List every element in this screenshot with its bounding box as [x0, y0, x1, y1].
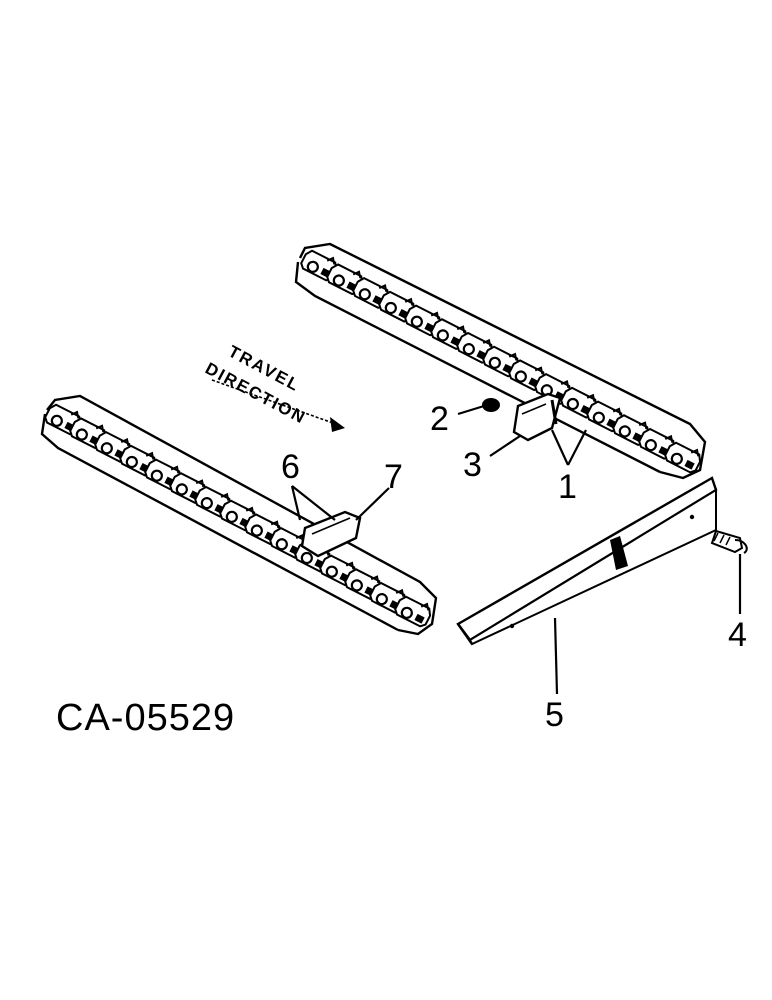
- left-attachment-bracket: [300, 510, 362, 558]
- angle-slat: [456, 476, 718, 646]
- callout-7: 7: [384, 458, 403, 496]
- travel-direction-arrow-line: [211, 379, 334, 424]
- nut-part: [482, 398, 500, 412]
- right-chain-link: [638, 427, 676, 460]
- leader-lines: [290, 404, 742, 695]
- right-attachment-bracket: [512, 392, 562, 442]
- callout-5: 5: [545, 696, 564, 734]
- callouts: 1 2 3 4 5 6 7: [281, 400, 747, 734]
- left-chain-link: [394, 595, 432, 628]
- callout-1: 1: [558, 468, 577, 506]
- callout-6: 6: [281, 448, 300, 486]
- left-roller-chain: [40, 394, 438, 636]
- callout-3: 3: [463, 446, 482, 484]
- right-chain-link: [612, 414, 650, 447]
- travel-direction-arrowhead-icon: [330, 417, 345, 432]
- travel-direction-label: TRAVEL DIRECTION: [202, 342, 345, 432]
- bolt-part: [710, 529, 748, 554]
- right-roller-chain: [294, 242, 707, 480]
- figure-code: CA-05529: [56, 697, 235, 739]
- callout-2: 2: [430, 400, 449, 438]
- right-chain-link: [404, 304, 442, 337]
- callout-4: 4: [728, 616, 747, 654]
- right-chain-link: [664, 441, 702, 474]
